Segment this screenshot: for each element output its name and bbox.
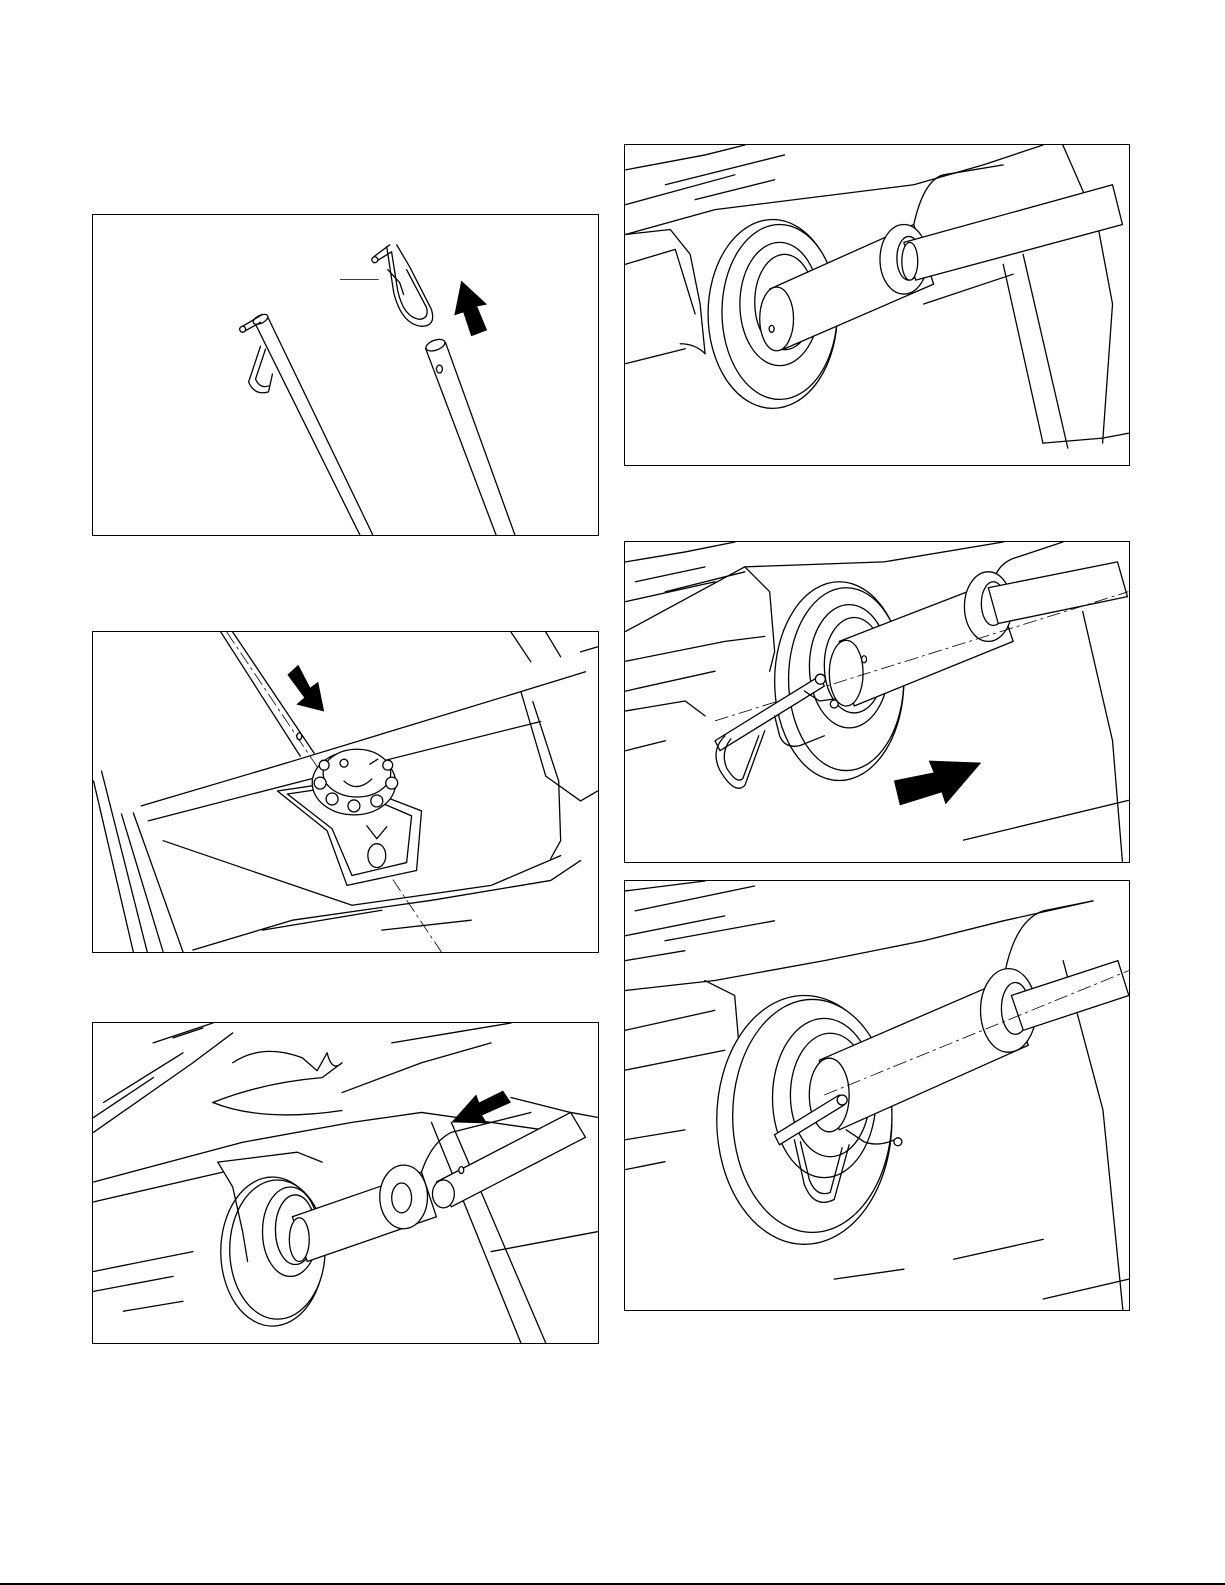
arrow-left-icon	[451, 1091, 511, 1124]
illustration-wheel-assembly	[625, 145, 1129, 465]
figure-rod-through-wheel	[624, 144, 1130, 466]
rod	[902, 185, 1123, 280]
knob	[312, 749, 397, 815]
figure-pin-installed	[624, 880, 1130, 1311]
rod-with-pin	[240, 312, 373, 535]
rod	[432, 1112, 585, 1207]
illustration-assembled-wheel	[625, 881, 1129, 1310]
illustration-wheel-and-spacer	[93, 1023, 598, 1343]
spacer	[380, 1165, 428, 1229]
figure-slide-rod-wheel	[92, 1022, 599, 1344]
illustration-rods-and-hitch-pins	[93, 215, 598, 535]
figure-insert-rod-knob	[92, 631, 599, 953]
arrow-right-icon	[894, 761, 981, 806]
arrow-down-right-icon	[287, 665, 324, 712]
hitch-pin	[340, 245, 433, 326]
figure-remove-pin	[92, 214, 599, 536]
frame-outline	[94, 1023, 598, 1343]
illustration-pin-insertion	[625, 542, 1129, 862]
hub-bracket	[626, 229, 706, 353]
figure-insert-pin	[624, 541, 1130, 863]
arrow-up-icon	[454, 281, 487, 337]
rod	[424, 337, 515, 535]
illustration-knob-bracket	[93, 632, 598, 952]
